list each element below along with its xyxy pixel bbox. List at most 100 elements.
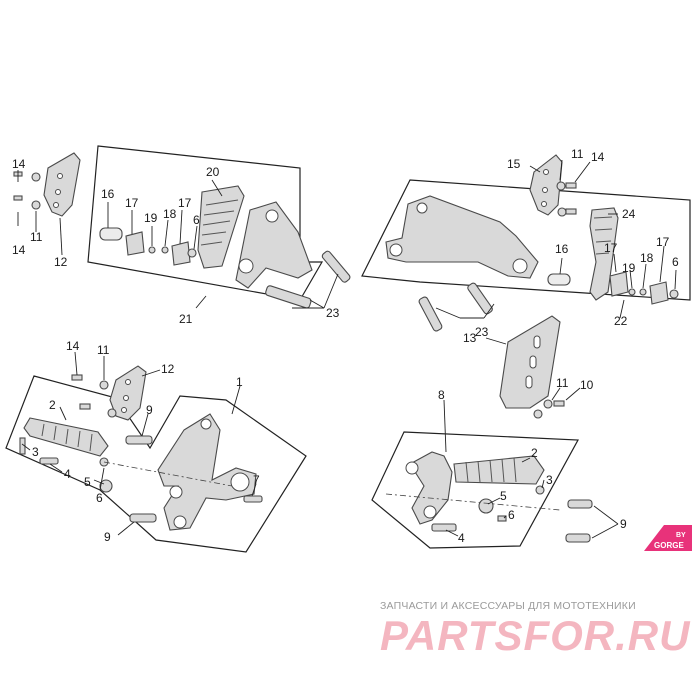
spring-19-top-right [628, 288, 636, 296]
callout-14: 14 [591, 150, 605, 164]
callout-1: 1 [236, 375, 243, 389]
bolt-9-upper-right [567, 499, 593, 509]
footpeg-2-right [453, 455, 545, 485]
callout-9: 9 [104, 530, 111, 544]
callout-16: 16 [101, 187, 115, 201]
hanger-plate-12-top [43, 152, 81, 217]
watermark-logo: PARTSFOR.RU [380, 612, 691, 659]
footpeg-2-left [23, 417, 109, 457]
callout-3: 3 [546, 473, 553, 487]
callout-17: 17 [656, 235, 670, 249]
nut-6-top-left [187, 248, 197, 258]
callout-12: 12 [161, 362, 175, 376]
callout-6: 6 [508, 508, 515, 522]
callout-17: 17 [604, 241, 618, 255]
bolt-9-upper-left [125, 435, 153, 445]
watermark: ЗАПЧАСТИ И АКСЕССУАРЫ ДЛЯ МОТОТЕХНИКИ PA… [380, 600, 690, 660]
bolt-23-c [418, 296, 443, 332]
callout-12: 12 [54, 255, 68, 269]
callout-11: 11 [97, 343, 110, 357]
callout-11: 11 [571, 147, 584, 161]
watermark-subtitle: ЗАПЧАСТИ И АКСЕССУАРЫ ДЛЯ МОТОТЕХНИКИ [380, 600, 636, 612]
footpeg-24 [589, 207, 619, 301]
callout-6: 6 [672, 255, 679, 269]
callout-24: 24 [622, 207, 636, 221]
callout-17: 17 [125, 196, 139, 210]
callout-13: 13 [463, 331, 477, 345]
group-bottom-left: 14 11 12 9 1 2 3 4 5 6 7 9 [5, 339, 307, 553]
plate-17-b [171, 241, 191, 266]
washer-11-bottom-left [99, 380, 109, 390]
pin-16-top-right [547, 273, 571, 286]
spring-5-right [478, 498, 494, 514]
screw-10 [553, 400, 565, 407]
callout-22: 22 [614, 314, 628, 328]
callout-10: 10 [580, 378, 594, 392]
callout-5: 5 [84, 475, 91, 489]
group-1-outline [5, 375, 307, 553]
badge-bottom-text: GORGE [654, 541, 684, 550]
washer-11-plate-13-b [533, 409, 543, 419]
bracket-22 [385, 195, 539, 279]
callout-8: 8 [438, 388, 445, 402]
group-8: 8 2 3 5 6 4 9 [371, 388, 627, 549]
hanger-plate-12-bottom [109, 365, 147, 421]
ball-18-top-left [161, 246, 169, 254]
bolt-23-d [467, 282, 493, 315]
washer-11-upper [31, 172, 41, 182]
washer-11-mid-right [557, 207, 567, 217]
pin-3-right [535, 485, 545, 495]
hanger-plate-15 [529, 154, 563, 216]
group-top-left-plate: 14 14 11 12 [12, 152, 81, 269]
callout-4: 4 [64, 467, 71, 481]
callout-4: 4 [458, 531, 465, 545]
callout-9: 9 [146, 403, 153, 417]
bolt-9-lower-left [129, 513, 157, 523]
callout-9: 9 [620, 517, 627, 531]
group-21-frame: 16 17 19 18 17 6 20 21 23 [87, 145, 351, 326]
group-22-outline [361, 179, 691, 301]
spring-19-top-left [148, 246, 156, 254]
callout-14: 14 [12, 243, 26, 257]
callout-23: 23 [475, 325, 489, 339]
callout-20: 20 [206, 165, 220, 179]
washer-11-bottom-left-b [107, 408, 117, 418]
screw-14-top-right [565, 182, 577, 189]
callout-21: 21 [179, 312, 193, 326]
callout-14: 14 [12, 157, 26, 171]
callout-23: 23 [326, 306, 340, 320]
group-22-frame: 15 11 14 24 16 17 19 18 17 6 22 23 [361, 147, 691, 339]
callout-15: 15 [507, 157, 521, 171]
badge-top-text: BY [676, 532, 686, 539]
callout-6: 6 [193, 213, 200, 227]
pin-4-right [431, 523, 457, 532]
callout-16: 16 [555, 242, 569, 256]
callout-11: 11 [556, 376, 569, 390]
pin-7 [243, 495, 263, 503]
brand-badge-logo: BY GORGE [644, 525, 692, 551]
nut-6-top-right [669, 289, 679, 299]
callout-17: 17 [178, 196, 192, 210]
washer-11-top-right [556, 181, 566, 191]
callout-14: 14 [66, 339, 80, 353]
screw-14-bottom-left [71, 374, 83, 381]
pin-16-top-left [99, 227, 123, 241]
footpeg-20 [197, 185, 245, 269]
group-8-outline [371, 431, 579, 549]
plate-17-a [125, 231, 145, 256]
callout-19: 19 [622, 261, 636, 275]
group-21-outline [87, 145, 324, 301]
plate-17-c [609, 271, 629, 297]
screw-14-lower [13, 195, 23, 201]
group-plate-13: 13 11 10 [463, 315, 594, 419]
pin-4-left [39, 457, 59, 465]
bracket-1 [157, 413, 257, 531]
bolt-23-a [265, 285, 312, 309]
washer-11-plate-13 [543, 399, 553, 409]
ball-18-top-right [639, 288, 647, 296]
callout-3: 3 [32, 445, 39, 459]
callout-19: 19 [144, 211, 158, 225]
callout-18: 18 [163, 207, 177, 221]
bolt-23-b [321, 250, 351, 283]
